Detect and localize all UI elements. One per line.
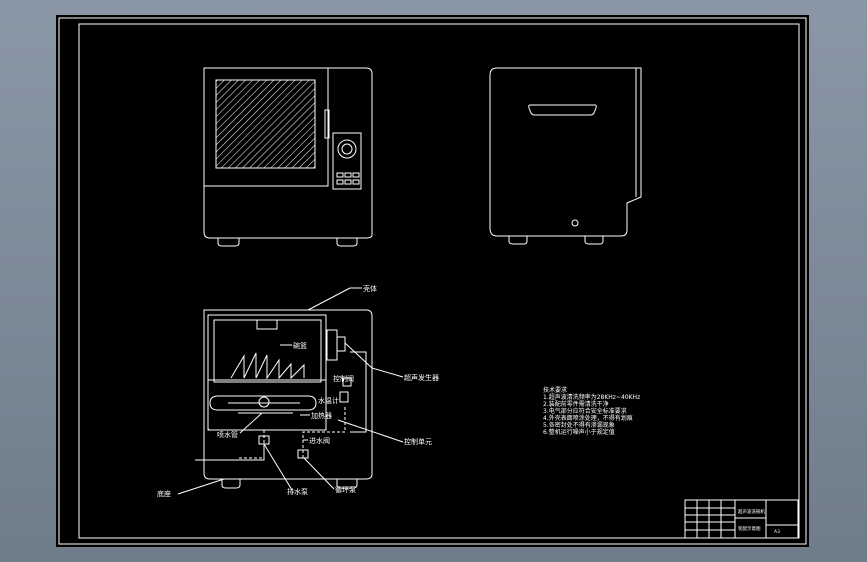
leader-drain-pump bbox=[263, 443, 293, 491]
side-handle bbox=[528, 104, 597, 116]
dish-rack-plates bbox=[230, 352, 305, 380]
panel-button bbox=[352, 179, 360, 185]
front-view bbox=[203, 67, 373, 247]
panel-button bbox=[352, 172, 360, 178]
inner-tank bbox=[213, 319, 322, 383]
label-basket: 碗篮 bbox=[293, 341, 307, 350]
leader-nozzle bbox=[239, 412, 263, 434]
note-line: 2.装配前零件需清洗干净 bbox=[543, 400, 609, 408]
section-foot-left bbox=[221, 479, 241, 489]
side-foot-left bbox=[508, 236, 528, 245]
outlet-pipe bbox=[195, 444, 265, 461]
note-line: 3.电气部分应符合安全标准要求 bbox=[543, 407, 627, 415]
circulation-line bbox=[302, 405, 346, 458]
label-heater: 加热器 bbox=[311, 411, 332, 420]
label-base: 底座 bbox=[157, 489, 171, 498]
title-block-title: 超声波洗碗机 bbox=[738, 508, 765, 515]
label-control-valve: 控制阀 bbox=[333, 374, 354, 383]
section-body bbox=[203, 309, 373, 480]
label-drain-pump: 排水泵 bbox=[287, 487, 308, 496]
side-view bbox=[489, 67, 642, 245]
note-line: 1.超声波清洗频率为28KHz~40KHz bbox=[543, 393, 640, 401]
label-nozzle: 喷水管 bbox=[217, 430, 238, 439]
title-block-sheet: A3 bbox=[774, 529, 780, 535]
section-foot-right bbox=[336, 479, 358, 489]
side-foot-right bbox=[584, 236, 604, 245]
valve-box bbox=[342, 377, 352, 387]
note-line: 4.外壳表面喷涂处理，不得有划痕 bbox=[543, 414, 633, 422]
label-filter-pump: 循环泵 bbox=[335, 485, 356, 494]
leader-circ-pump bbox=[303, 457, 335, 490]
title-block-subtitle: 装配示意图 bbox=[738, 525, 761, 532]
front-foot-left bbox=[217, 238, 240, 247]
front-body bbox=[203, 67, 373, 239]
label-water-inlet-valve: 进水阀 bbox=[309, 436, 330, 445]
front-foot-right bbox=[336, 238, 358, 247]
panel-button bbox=[336, 179, 344, 185]
title-block-frame bbox=[684, 499, 799, 539]
panel-button bbox=[344, 172, 352, 178]
glass-window bbox=[215, 79, 316, 169]
door-handle bbox=[324, 109, 330, 139]
leader-generator bbox=[344, 342, 373, 369]
leader-control-unit bbox=[337, 419, 404, 443]
label-water-temp: 水温计 bbox=[318, 396, 339, 405]
note-line: 6.整机运行噪声小于规定值 bbox=[543, 428, 615, 436]
outer-border bbox=[58, 17, 807, 545]
control-panel bbox=[332, 132, 362, 190]
leader-shell bbox=[307, 287, 351, 311]
knob-inner bbox=[341, 143, 353, 155]
label-control-unit: 控制单元 bbox=[404, 437, 432, 446]
top-vent bbox=[256, 319, 278, 330]
panel-button bbox=[344, 179, 352, 185]
door-frame bbox=[203, 67, 329, 187]
water-tank bbox=[207, 379, 327, 431]
temp-box bbox=[339, 391, 349, 403]
control-knob bbox=[337, 139, 357, 159]
ultrasonic-transducer bbox=[209, 395, 317, 411]
notes-title: 技术要求 bbox=[543, 386, 567, 394]
drain-plug bbox=[571, 219, 579, 227]
section-view bbox=[177, 287, 404, 495]
nozzle-hub bbox=[258, 396, 270, 408]
leader-base bbox=[177, 478, 225, 495]
note-line: 5.各密封处不得有渗漏现象 bbox=[543, 421, 615, 429]
control-conduit bbox=[350, 351, 367, 433]
label-shell: 壳体 bbox=[363, 284, 377, 293]
title-block: 超声波洗碗机 装配示意图 A3 bbox=[684, 499, 799, 539]
label-ultrasonic-generator: 超声发生器 bbox=[404, 373, 439, 382]
inner-border bbox=[78, 23, 800, 539]
drawing-sheet bbox=[56, 15, 809, 547]
technical-notes: 技术要求 1.超声波清洗频率为28KHz~40KHz 2.装配前零件需清洗干净 … bbox=[543, 386, 640, 436]
generator-knob bbox=[336, 336, 346, 352]
side-body bbox=[489, 67, 642, 237]
panel-button bbox=[336, 172, 344, 178]
